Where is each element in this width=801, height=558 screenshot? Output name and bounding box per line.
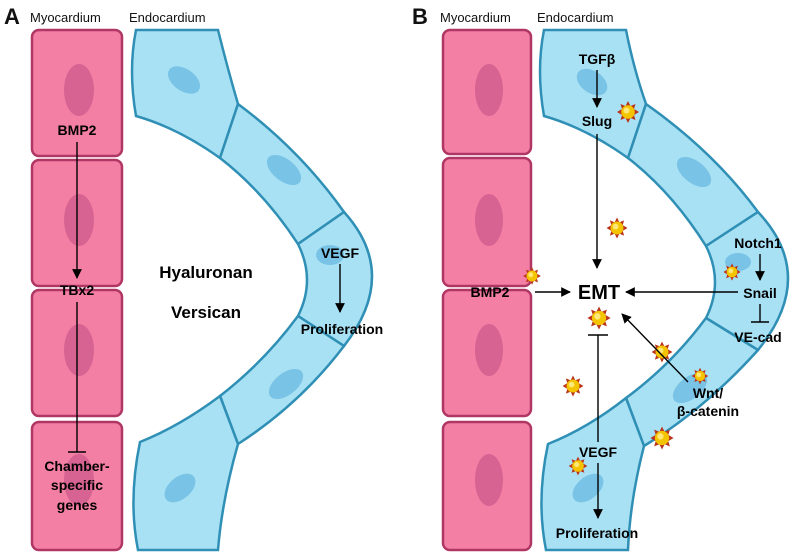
- cell-nucleus: [576, 68, 608, 96]
- panel-a-tbx2-label: TBx2: [60, 282, 94, 298]
- panel-b-notch1-label: Notch1: [734, 235, 782, 251]
- panel-a-letter: A: [4, 4, 20, 29]
- endocardium-cell: [704, 210, 790, 352]
- cell-nucleus: [676, 156, 712, 188]
- cell-nucleus: [268, 368, 304, 400]
- panel-b-endocardium-band: [538, 28, 790, 552]
- cell-nucleus: [164, 473, 196, 503]
- panel-b-letter: B: [412, 4, 428, 29]
- panel-b-slug-label: Slug: [582, 113, 612, 129]
- panel-b-emt-label: EMT: [578, 282, 620, 304]
- panel-b-tgfb-label: TGFβ: [579, 51, 616, 67]
- cell-nucleus: [475, 194, 503, 246]
- panel-b: B Myocardium Endocardium: [412, 4, 790, 552]
- panel-b-bmp2-label: BMP2: [471, 284, 510, 300]
- panel-a-myocardium-label: Myocardium: [30, 10, 101, 25]
- panel-b-snail-label: Snail: [743, 285, 776, 301]
- cell-nucleus: [475, 64, 503, 116]
- yellow-spiky-cell-icon: [606, 217, 628, 239]
- endocardium-cell: [132, 393, 240, 552]
- cell-nucleus: [64, 194, 94, 246]
- endocardium-cell: [130, 28, 240, 161]
- cell-nucleus: [64, 454, 94, 506]
- endocardium-cell: [296, 210, 374, 348]
- yellow-spiky-cell-icon: [562, 375, 584, 397]
- cell-nucleus: [64, 324, 94, 376]
- panel-a-bmp2-label: BMP2: [58, 122, 97, 138]
- yellow-spiky-cell-icon: [587, 306, 611, 330]
- cell-nucleus: [572, 473, 604, 503]
- panel-a-endocardium-band: [130, 28, 374, 552]
- panel-b-wnt-line1: Wnt/: [693, 385, 723, 401]
- panel-b-proliferation-label: Proliferation: [556, 525, 638, 541]
- wnt-to-emt-arrow: [621, 313, 689, 383]
- panel-a-vegf-label: VEGF: [321, 245, 360, 261]
- panel-a-myocardium-column: [30, 28, 124, 552]
- panel-a-target-genes-line1: Chamber-: [44, 458, 110, 474]
- panel-b-wnt-line2: β-catenin: [677, 403, 739, 419]
- panel-a: A Myocardium Endocardium: [4, 4, 383, 552]
- panel-b-vecad-label: VE-cad: [734, 329, 781, 345]
- cell-nucleus: [266, 154, 302, 186]
- cell-nucleus: [475, 324, 503, 376]
- panel-b-myocardium-label: Myocardium: [440, 10, 511, 25]
- panel-a-target-genes-line3: genes: [57, 497, 98, 513]
- panel-a-ecm-versican: Versican: [171, 303, 241, 322]
- panel-a-ecm-hyaluronan: Hyaluronan: [159, 263, 253, 282]
- cell-nucleus: [316, 245, 344, 265]
- panel-a-proliferation-label: Proliferation: [301, 321, 383, 337]
- panel-b-myocardium-column: [441, 28, 533, 552]
- panel-a-endocardium-label: Endocardium: [129, 10, 206, 25]
- panel-b-endocardium-label: Endocardium: [537, 10, 614, 25]
- panel-a-target-genes-line2: specific: [51, 477, 103, 493]
- panel-b-vegf-label: VEGF: [579, 444, 618, 460]
- cell-nucleus: [475, 454, 503, 506]
- cell-nucleus: [64, 64, 94, 116]
- cell-nucleus: [167, 66, 201, 94]
